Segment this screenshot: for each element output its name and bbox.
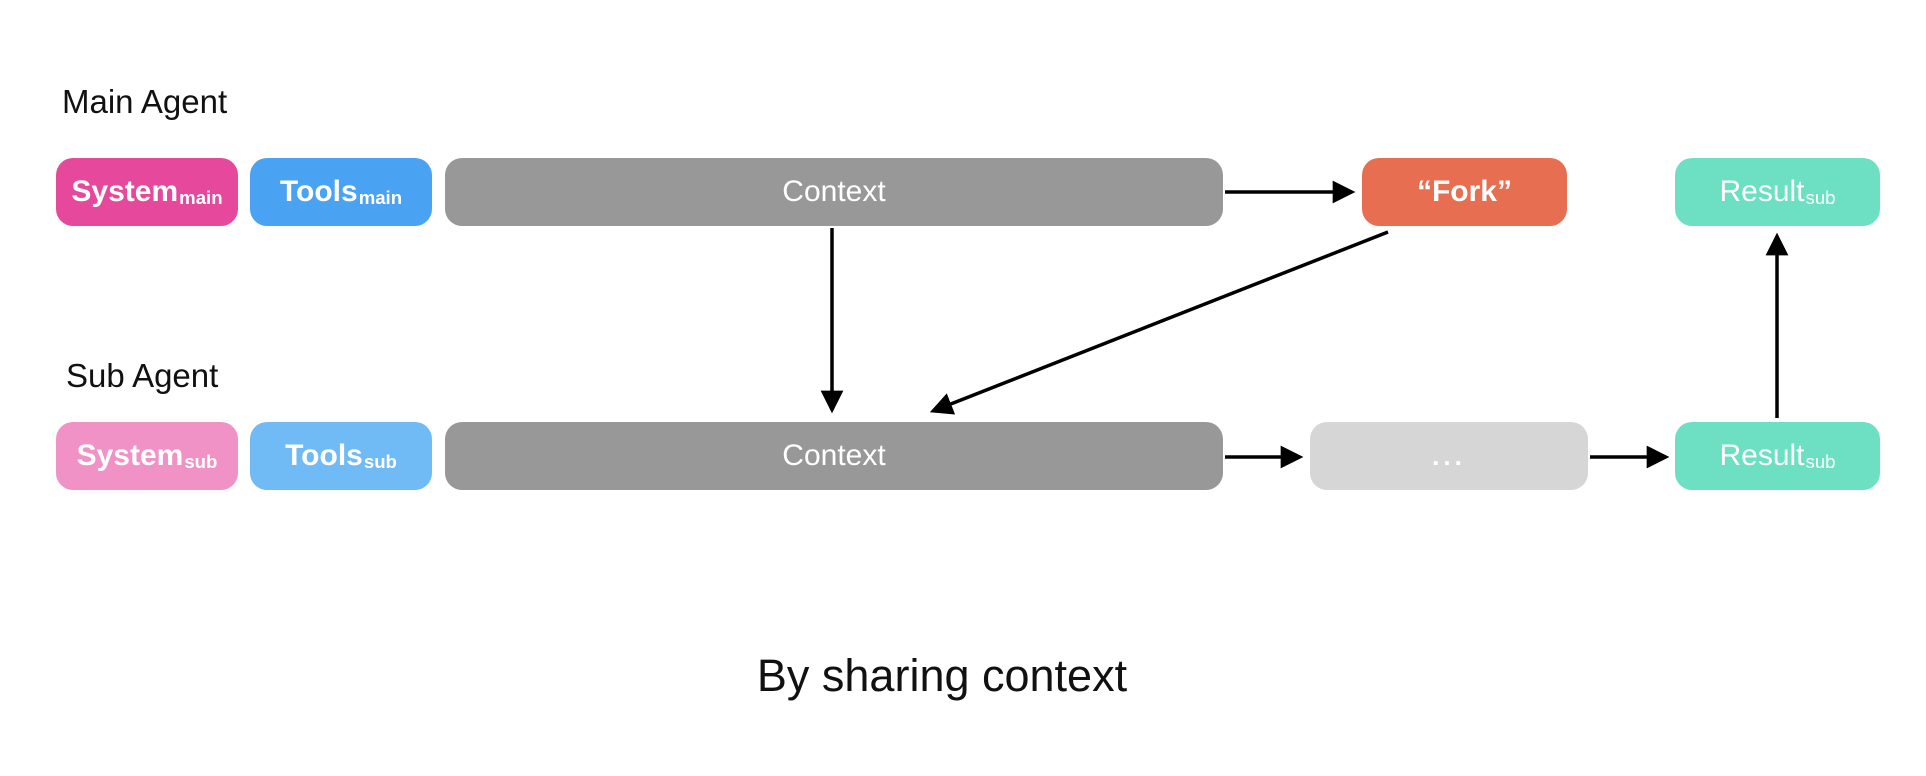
context-main-node: Context [445,158,1223,226]
tools-sub-node: Toolssub [250,422,432,490]
fork-label: “Fork” [1416,175,1512,208]
result-main-node: Resultsub [1675,158,1880,226]
system-main-node: Systemmain [56,158,238,226]
system-sub-node: Systemsub [56,422,238,490]
fork-node: “Fork” [1362,158,1567,226]
sub-agent-row-label: Sub Agent [66,357,219,394]
result-sub-node: Resultsub [1675,422,1880,490]
ellipsis-node: ... [1310,422,1588,490]
context-sub-label: Context [782,439,886,472]
tools-main-node: Toolsmain [250,158,432,226]
result-sub-label: Resultsub [1719,438,1836,473]
context-main-label: Context [782,175,886,208]
context-sub-node: Context [445,422,1223,490]
main-agent-row-label: Main Agent [62,83,228,120]
ellipsis-label: ... [1432,440,1466,471]
system-sub-label: Systemsub [76,438,218,473]
system-main-label: Systemmain [71,174,223,209]
caption: By sharing context [756,650,1128,701]
arrow-fork-to-context-sub [929,230,1389,415]
tools-sub-label: Toolssub [285,438,397,473]
tools-main-label: Toolsmain [279,174,403,209]
result-main-label: Resultsub [1719,174,1836,209]
